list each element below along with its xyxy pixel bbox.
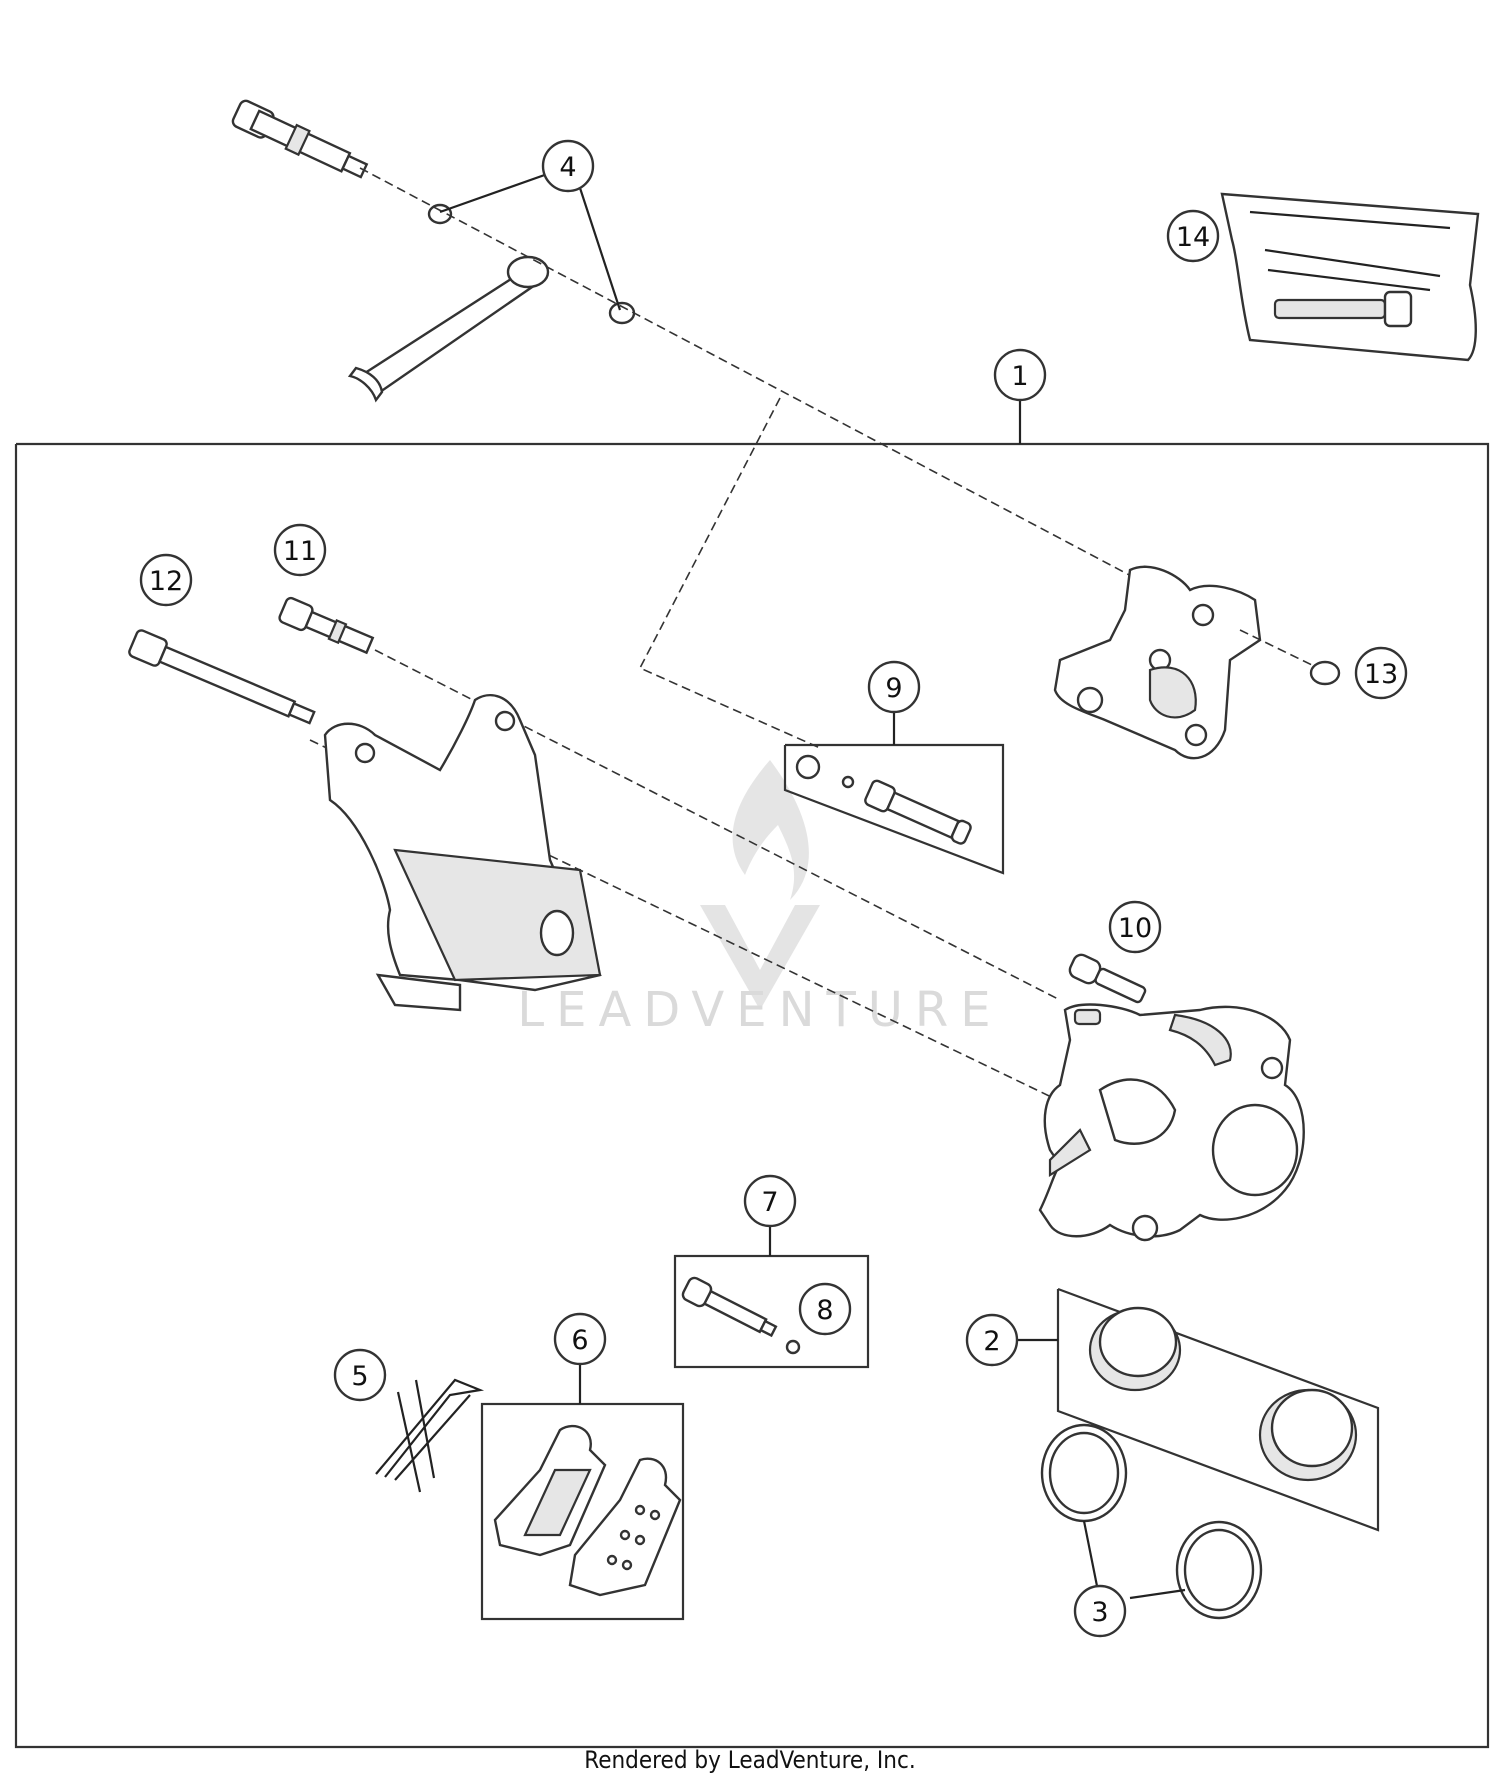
callout-10: 10 (1108, 900, 1162, 954)
piston-kit (1056, 1287, 1380, 1532)
short-bolt-icon (278, 596, 375, 655)
svg-text:9: 9 (885, 673, 902, 704)
watermark-logo-icon (700, 760, 820, 1010)
svg-text:14: 14 (1176, 222, 1210, 253)
svg-text:6: 6 (571, 1325, 588, 1356)
pad-pin-kit (673, 1254, 870, 1369)
svg-text:1: 1 (1011, 361, 1028, 392)
clip-icon (785, 1339, 801, 1355)
callout-7: 7 (743, 1174, 797, 1228)
callout-1: 1 (993, 348, 1047, 402)
callout-11: 11 (273, 523, 327, 577)
brake-caliper-icon (1038, 1003, 1305, 1242)
long-bolt-icon (128, 629, 316, 725)
assembly-frame (14, 442, 1490, 1749)
slide-pin-kit (783, 743, 1005, 875)
svg-text:12: 12 (149, 566, 183, 597)
piston-seal-icon (1040, 1423, 1263, 1620)
pad-pin-icon (681, 1276, 801, 1355)
brake-pad-icon (493, 1424, 682, 1597)
watermark-text: LEADVENTURE (517, 982, 1002, 1038)
brake-pad-kit (480, 1402, 685, 1621)
caliper-half-icon (1053, 565, 1262, 760)
watermark: LEADVENTURE (517, 760, 1002, 1038)
o-ring-icon (1309, 660, 1341, 686)
svg-text:2: 2 (983, 1326, 1000, 1357)
svg-text:10: 10 (1118, 913, 1152, 944)
footer-credit: Rendered by LeadVenture, Inc. (584, 1746, 915, 1774)
callout-3: 3 (1073, 1584, 1127, 1638)
callout-2: 2 (965, 1313, 1019, 1367)
pad-spring-icon (375, 1378, 485, 1493)
axle-bolt-assembly (231, 99, 1136, 749)
axle-pin-icon (347, 255, 550, 403)
callout-5: 5 (333, 1348, 387, 1402)
svg-text:11: 11 (283, 536, 317, 567)
axle-bolt-icon (231, 99, 369, 179)
svg-text:4: 4 (559, 152, 576, 183)
instruction-sheet-icon (1220, 192, 1480, 362)
slide-pin-icon (795, 754, 972, 845)
callout-8: 8 (798, 1282, 852, 1336)
caliper-bracket-icon (323, 693, 602, 1012)
callout-12: 12 (139, 553, 193, 607)
callout-4: 4 (541, 139, 595, 193)
callout-9: 9 (867, 660, 921, 714)
callout-13: 13 (1354, 646, 1408, 700)
svg-text:7: 7 (761, 1187, 778, 1218)
svg-text:8: 8 (816, 1295, 833, 1326)
piston-icon (1088, 1306, 1358, 1482)
callout-6: 6 (553, 1312, 607, 1366)
svg-text:13: 13 (1364, 659, 1398, 690)
svg-text:3: 3 (1091, 1597, 1108, 1628)
callout-14: 14 (1166, 209, 1220, 263)
svg-text:5: 5 (351, 1361, 368, 1392)
bleed-screw-icon (1068, 953, 1147, 1004)
leader-lines (439, 164, 1186, 1600)
